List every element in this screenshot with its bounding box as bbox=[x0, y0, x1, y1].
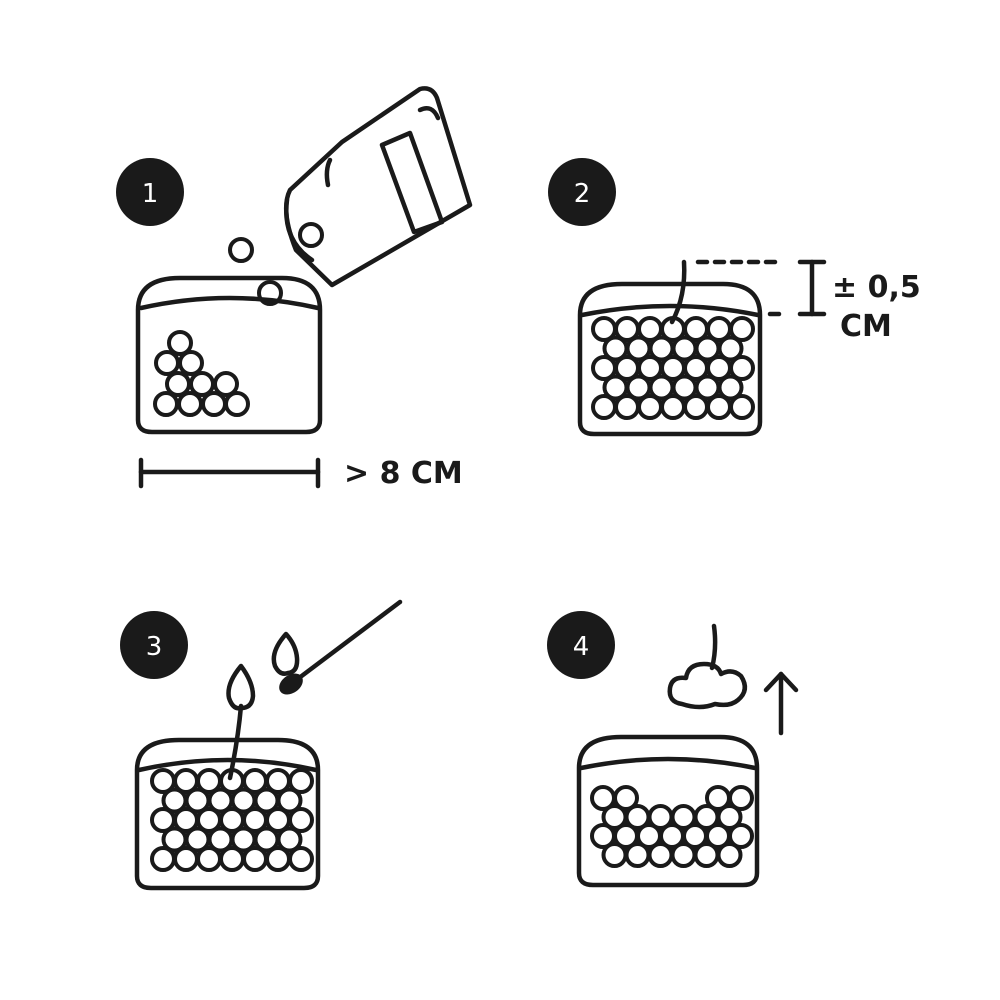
wax-beads-icon bbox=[150, 768, 314, 872]
step-3-badge: 3 bbox=[120, 611, 188, 679]
step-4: 4 bbox=[547, 611, 799, 888]
falling-wax-beads bbox=[228, 237, 283, 306]
step-2: 2 ± 0,5 CM bbox=[548, 158, 921, 437]
flame-icon bbox=[271, 631, 300, 676]
wax-beads-icon bbox=[153, 330, 250, 417]
wax-bead bbox=[242, 846, 268, 872]
wick-icon bbox=[227, 703, 244, 781]
wax-bead bbox=[717, 374, 744, 401]
wax-bead bbox=[276, 826, 303, 853]
wax-bead bbox=[729, 316, 755, 342]
wax-bead bbox=[660, 394, 686, 420]
step-2-number: 2 bbox=[574, 179, 591, 209]
step-2-tolerance-label: ± 0,5 bbox=[832, 270, 921, 305]
wax-bead bbox=[716, 842, 743, 868]
wax-bead bbox=[729, 355, 755, 381]
wax-bead bbox=[228, 237, 254, 263]
container-icon bbox=[134, 737, 321, 891]
container-icon bbox=[576, 734, 760, 888]
wax-bead bbox=[716, 804, 743, 830]
wax-bead bbox=[288, 846, 314, 872]
wax-bead bbox=[728, 785, 754, 811]
wax-bead bbox=[173, 846, 199, 872]
step-2-unit-label: CM bbox=[840, 309, 892, 344]
step-1: 1 bbox=[116, 86, 473, 491]
wax-bead bbox=[706, 394, 732, 420]
wax-bead bbox=[591, 394, 617, 420]
wax-bead bbox=[288, 768, 314, 794]
ruler-icon bbox=[138, 457, 321, 489]
wax-bead bbox=[614, 394, 640, 420]
wax-bead bbox=[729, 394, 755, 420]
step-3-number: 3 bbox=[146, 632, 163, 662]
wax-bead bbox=[219, 846, 245, 872]
wax-bead bbox=[196, 846, 222, 872]
wax-bead bbox=[683, 394, 709, 420]
wax-bead bbox=[728, 823, 754, 849]
arrow-up-icon bbox=[763, 671, 799, 736]
container-icon bbox=[577, 281, 763, 437]
flame-icon bbox=[226, 663, 256, 711]
wax-beads-icon bbox=[591, 316, 755, 420]
wax-bead bbox=[150, 846, 176, 872]
container-icon bbox=[135, 275, 323, 435]
step-1-badge: 1 bbox=[116, 158, 184, 226]
step-2-badge: 2 bbox=[548, 158, 616, 226]
wax-bead bbox=[613, 785, 639, 811]
fill-level-measure bbox=[695, 259, 827, 317]
wax-bead bbox=[624, 842, 651, 868]
wax-bead bbox=[647, 842, 674, 868]
step-3: 3 bbox=[120, 599, 403, 891]
step-4-badge: 4 bbox=[547, 611, 615, 679]
step-4-number: 4 bbox=[573, 632, 590, 662]
wax-beads-icon bbox=[590, 785, 754, 868]
wax-bead bbox=[670, 842, 697, 868]
wax-bead bbox=[693, 842, 720, 868]
wax-bead bbox=[276, 787, 303, 814]
wax-bead bbox=[637, 394, 663, 420]
wax-bead bbox=[265, 846, 291, 872]
step-1-width-label: > 8 CM bbox=[344, 456, 463, 491]
wax-bead bbox=[601, 842, 628, 868]
wax-bag-icon bbox=[283, 86, 473, 288]
smoke-cloud-icon bbox=[667, 623, 748, 710]
wax-bead bbox=[288, 807, 314, 833]
step-1-number: 1 bbox=[142, 179, 159, 209]
wick-icon bbox=[669, 259, 687, 325]
wax-bead bbox=[717, 335, 744, 362]
match-icon bbox=[271, 599, 403, 695]
